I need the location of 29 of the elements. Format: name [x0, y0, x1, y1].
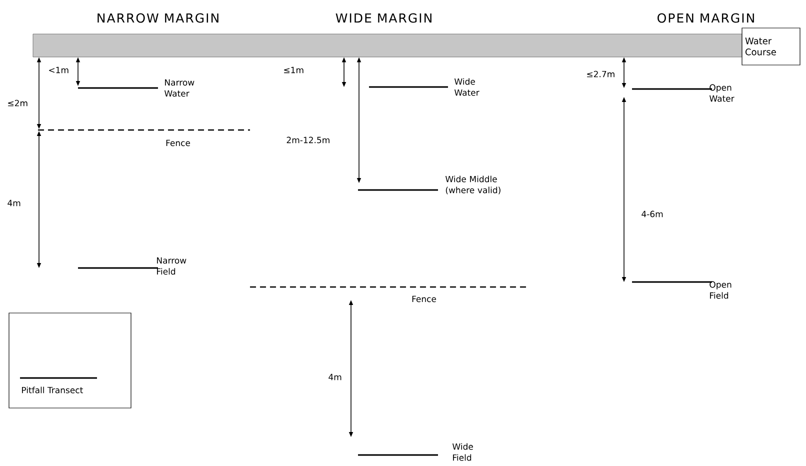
transect-label: Wide Middle (where valid) — [445, 176, 500, 194]
transect-line — [632, 281, 712, 283]
water-course-box: Water Course — [742, 28, 800, 66]
edge-label: 4m — [328, 374, 342, 380]
water-course-band — [32, 34, 742, 58]
edge-label: ≤2m — [8, 100, 28, 106]
transect-label: Narrow Water — [164, 79, 194, 97]
transect-label: Narrow Field — [157, 257, 186, 275]
fence-label: Fence — [412, 296, 436, 302]
section-heading: OPEN MARGIN — [658, 13, 754, 23]
transect-label: Wide Water — [454, 78, 480, 96]
transect-label: Open Field — [710, 281, 732, 299]
transect-line — [78, 87, 158, 89]
legend-label: Pitfall Transect — [22, 386, 83, 394]
transect-label: Open Water — [710, 84, 734, 102]
fence-label: Fence — [166, 140, 190, 146]
edge-label: ≤1m — [284, 66, 304, 74]
transect-line — [632, 88, 712, 90]
edge-label: 4-6m — [642, 210, 663, 218]
transect-line — [358, 189, 438, 191]
transect-line — [369, 86, 448, 88]
transect-label: Wide Field — [452, 443, 473, 461]
edge-label: 4m — [8, 200, 20, 206]
transect-line — [358, 454, 438, 456]
edge-label: 2m-12.5m — [286, 136, 330, 144]
edge-label: ≤2.7m — [587, 70, 614, 78]
fence-line — [38, 129, 250, 131]
edge-label: <1m — [49, 66, 68, 74]
transect-line — [78, 267, 158, 269]
